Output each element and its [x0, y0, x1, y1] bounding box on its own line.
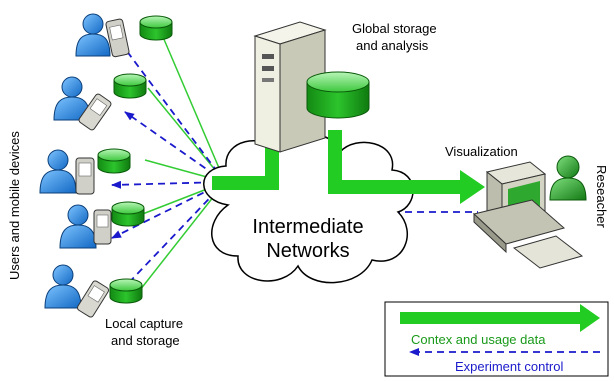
- user-person-icon: [44, 264, 82, 309]
- researcher-label: Reseacher: [594, 165, 609, 229]
- local-storage-cylinder: [109, 278, 143, 304]
- user-person-icon: [59, 204, 97, 249]
- cloud-network-icon: [203, 133, 414, 284]
- local-capture-label-line1: Local capture: [105, 316, 183, 331]
- users-devices-label: Users and mobile devices: [7, 131, 22, 280]
- legend: Contex and usage data Experiment control: [384, 301, 609, 377]
- server-tower-icon: [253, 21, 327, 153]
- global-storage-cylinder: [306, 71, 370, 119]
- mobile-device-icon: [93, 209, 112, 245]
- user-person-icon: [39, 149, 77, 194]
- mobile-device-icon: [105, 18, 130, 58]
- network-label-line1: Intermediate: [252, 216, 363, 238]
- local-storage-cylinder: [97, 148, 131, 174]
- legend-data-label: Contex and usage data: [411, 332, 546, 347]
- computer-workstation-icon: [472, 161, 584, 269]
- global-label-line2: and analysis: [356, 38, 429, 53]
- legend-control-label: Experiment control: [455, 359, 563, 374]
- network-label-line2: Networks: [266, 240, 349, 262]
- legend-data-arrow: [400, 304, 600, 332]
- mobile-device-icon: [76, 280, 110, 318]
- local-capture-label-line2: and storage: [111, 333, 180, 348]
- global-label-line1: Global storage: [352, 21, 437, 36]
- researcher-person-icon: [549, 155, 587, 201]
- mobile-device-icon: [75, 157, 95, 195]
- local-storage-cylinder: [113, 73, 147, 99]
- visualization-label: Visualization: [445, 144, 518, 159]
- mobile-device-icon: [78, 93, 112, 131]
- user-person-icon: [53, 76, 91, 121]
- user-person-icon: [75, 13, 111, 57]
- local-storage-cylinder: [139, 15, 173, 41]
- local-storage-cylinder: [111, 201, 145, 227]
- local-data-lines: [139, 29, 226, 291]
